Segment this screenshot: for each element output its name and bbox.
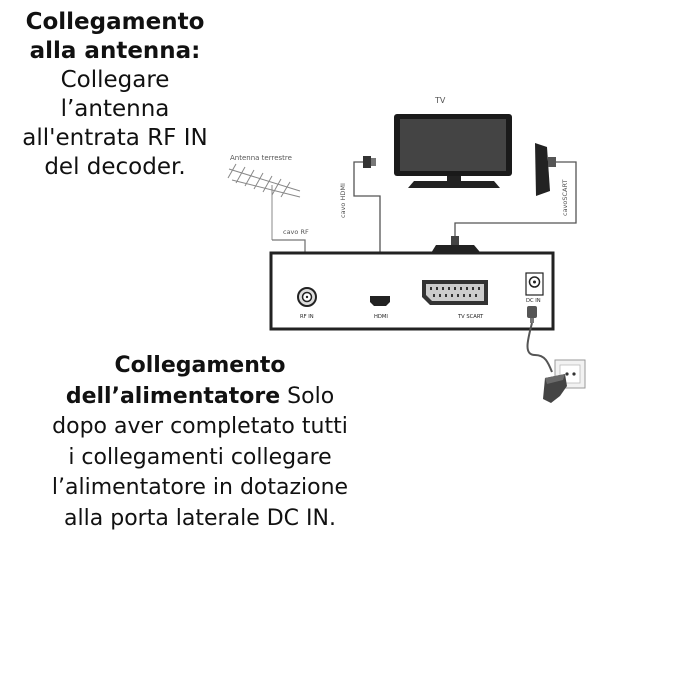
dc-in-port-label: DC IN bbox=[526, 298, 541, 304]
power-adapter-icon bbox=[543, 374, 567, 403]
power-instructions: Collegamento dell’alimentatore Solo dopo… bbox=[50, 351, 350, 534]
scart-cable-label: cavoSCART bbox=[561, 179, 569, 216]
antenna-body: Collegare l’antenna all'entrata RF IN de… bbox=[22, 67, 208, 180]
antenna-icon bbox=[227, 163, 301, 240]
wall-outlet-icon bbox=[554, 359, 586, 389]
hdmi-cable-label: cavo HDMI bbox=[339, 183, 347, 218]
tv-scart-plug-icon bbox=[535, 143, 556, 196]
tv-label: TV bbox=[434, 96, 446, 105]
rf-in-port-icon bbox=[297, 287, 317, 307]
power-body: Solo dopo aver completato tutti i colleg… bbox=[51, 383, 349, 531]
power-cable bbox=[526, 322, 553, 373]
antenna-heading: Collegamento alla antenna: bbox=[25, 9, 205, 64]
scart-port-icon bbox=[422, 280, 488, 305]
hdmi-cable bbox=[353, 161, 381, 262]
antenna-instructions: Collegamento alla antenna: Collegare l’a… bbox=[10, 8, 220, 182]
tv-hdmi-plug-icon bbox=[363, 156, 376, 168]
power-cable-plug-icon bbox=[527, 306, 537, 323]
scart-cable bbox=[454, 161, 577, 238]
power-heading: Collegamento dell’alimentatore bbox=[65, 353, 286, 409]
hdmi-port-icon bbox=[370, 296, 390, 306]
antenna-label: Antenna terrestre bbox=[230, 154, 292, 162]
decoder-rear-panel bbox=[269, 251, 555, 331]
hdmi-port-label: HDMI bbox=[374, 314, 388, 320]
rf-cable-label: cavo RF bbox=[283, 228, 309, 236]
scart-port-label: TV SCART bbox=[457, 314, 484, 320]
rf-in-port-label: RF IN bbox=[300, 314, 314, 320]
dc-in-port-icon bbox=[525, 272, 544, 296]
tv-icon bbox=[394, 114, 512, 188]
